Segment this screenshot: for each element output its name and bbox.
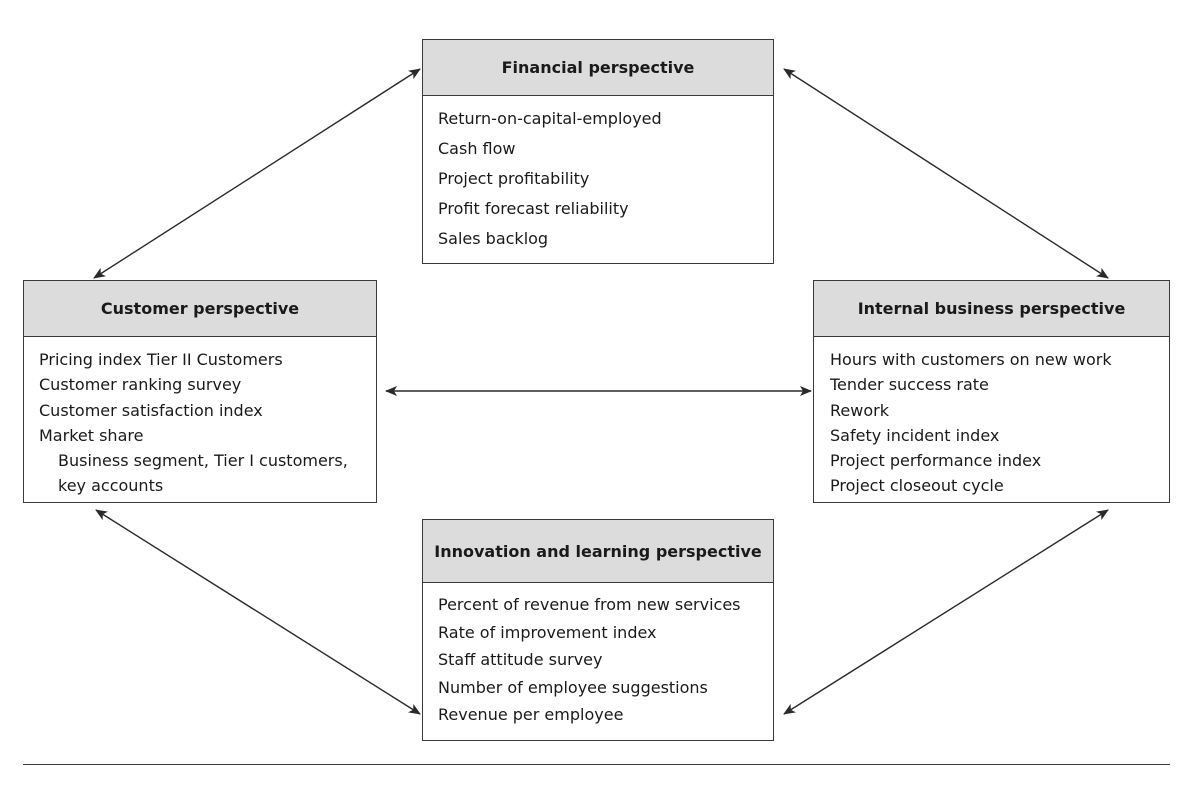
list-item: Hours with customers on new work (830, 350, 1112, 369)
innovation-learning-perspective-box: Innovation and learning perspective Perc… (422, 519, 774, 741)
list-item: Safety incident index (830, 425, 1000, 445)
internal-business-perspective-list: Hours with customers on new work Tender … (814, 337, 1169, 501)
list-item: Tender success rate (830, 375, 989, 395)
list-item: Customer satisfaction index (39, 400, 263, 420)
list-subitem: key accounts (58, 476, 164, 496)
customer-perspective-box: Customer perspective Pricing index Tier … (23, 280, 377, 503)
innovation-learning-perspective-list: Percent of revenue from new services Rat… (423, 583, 773, 732)
list-item: Pricing index Tier II Customers (39, 350, 283, 369)
internal-business-perspective-box: Internal business perspective Hours with… (813, 280, 1170, 503)
list-item: Profit forecast reliability (438, 199, 629, 218)
internal-business-perspective-title: Internal business perspective (814, 281, 1169, 337)
list-item: Staff attitude survey (438, 650, 603, 670)
list-item: Number of employee suggestions (438, 677, 708, 697)
list-item: Project closeout cycle (830, 476, 1004, 496)
list-item: Revenue per employee (438, 705, 624, 725)
bottom-divider (23, 764, 1170, 765)
list-item: Customer ranking survey (39, 375, 242, 395)
financial-perspective-title: Financial perspective (423, 40, 773, 96)
financial-perspective-box: Financial perspective Return-on-capital-… (422, 39, 774, 264)
list-item: Cash flow (438, 139, 516, 158)
arrow-financial-customer (93, 68, 421, 279)
innovation-learning-perspective-title: Innovation and learning perspective (423, 520, 773, 583)
list-item: Percent of revenue from new services (438, 595, 741, 614)
arrow-internal-innovation (783, 509, 1109, 715)
list-item: Market share (39, 425, 144, 445)
arrow-financial-internal (783, 68, 1109, 279)
customer-perspective-title: Customer perspective (24, 281, 376, 337)
list-item: Sales backlog (438, 229, 549, 248)
list-item: Return-on-capital-employed (438, 109, 662, 128)
list-item: Rate of improvement index (438, 622, 657, 642)
financial-perspective-list: Return-on-capital-employed Cash flow Pro… (423, 96, 773, 258)
list-item: Rework (830, 400, 889, 420)
list-item: Project performance index (830, 451, 1042, 471)
list-subitem: Business segment, Tier I customers, (58, 451, 348, 471)
customer-perspective-list: Pricing index Tier II Customers Customer… (24, 337, 376, 501)
list-item: Project profitability (438, 169, 590, 188)
arrow-customer-innovation (95, 509, 421, 715)
